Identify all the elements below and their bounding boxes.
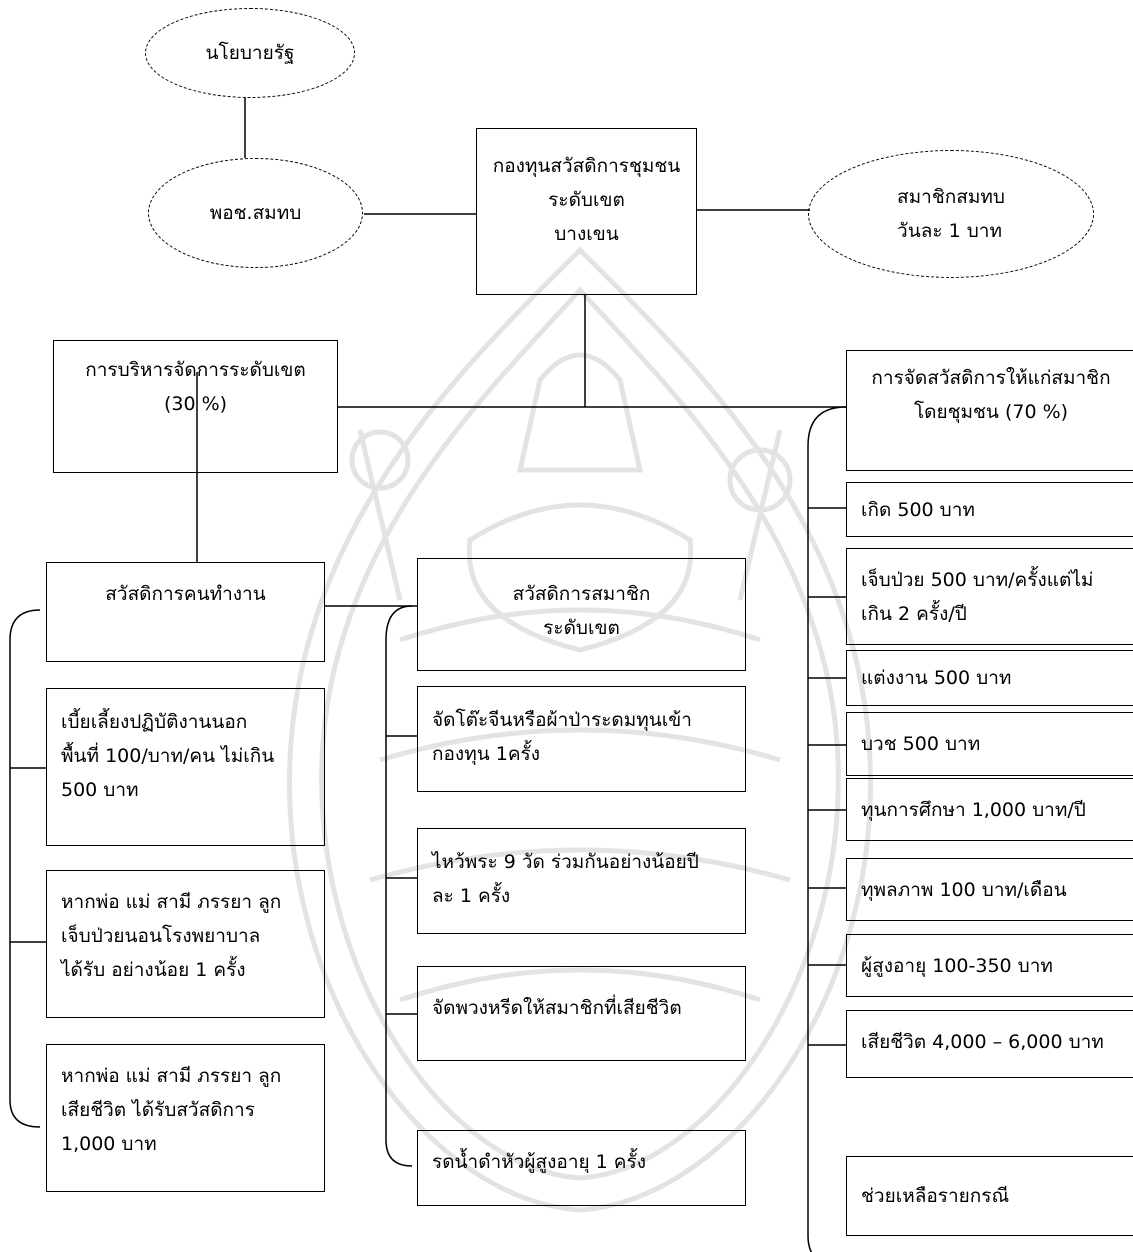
member-item-label: จัดโต๊ะจีนหรือผ้าป่าระดมทุนเข้า กองทุน 1… [432,709,692,765]
worker-welfare-title: สวัสดิการคนทำงาน [105,583,266,605]
benefit-box: เสียชีวิต 4,000 – 6,000 บาท [846,1010,1133,1078]
member-item-box: จัดพวงหรีดให้สมาชิกที่เสียชีวิต [417,966,746,1061]
worker-item-label: หากพ่อ แม่ สามี ภรรยา ลูก เจ็บป่วยนอนโรง… [61,891,282,981]
benefit-label: เสียชีวิต 4,000 – 6,000 บาท [861,1031,1104,1053]
benefit-box: บวช 500 บาท [846,712,1133,776]
worker-item-box: เบี้ยเลี้ยงปฏิบัติงานนอก พื้นที่ 100/บาท… [46,688,325,846]
member-item-box: จัดโต๊ะจีนหรือผ้าป่าระดมทุนเข้า กองทุน 1… [417,686,746,792]
member-item-label: จัดพวงหรีดให้สมาชิกที่เสียชีวิต [432,997,682,1019]
community-fund-box: กองทุนสวัสดิการชุมชน ระดับเขต บางเขน [476,128,697,295]
members-contribution-label: สมาชิกสมทบ วันละ 1 บาท [897,186,1005,242]
members-contribution-oval: สมาชิกสมทบ วันละ 1 บาท [808,150,1094,278]
benefit-label: เกิด 500 บาท [861,499,975,521]
benefit-label: ผู้สูงอายุ 100-350 บาท [861,955,1053,977]
benefit-box: ช่วยเหลือรายกรณี [846,1156,1133,1236]
community-fund-label: กองทุนสวัสดิการชุมชน ระดับเขต บางเขน [492,155,681,245]
state-policy-oval: นโยบายรัฐ [145,8,355,98]
member-item-box: ไหว้พระ 9 วัด ร่วมกันอย่างน้อยปี ละ 1 คร… [417,828,746,934]
benefit-box: ผู้สูงอายุ 100-350 บาท [846,934,1133,997]
benefit-label: เจ็บป่วย 500 บาท/ครั้งแต่ไม่ เกิน 2 ครั้… [861,569,1094,625]
benefit-box: เจ็บป่วย 500 บาท/ครั้งแต่ไม่ เกิน 2 ครั้… [846,548,1133,645]
worker-item-label: เบี้ยเลี้ยงปฏิบัติงานนอก พื้นที่ 100/บาท… [61,711,275,801]
benefit-box: แต่งงาน 500 บาท [846,650,1133,706]
worker-welfare-box: สวัสดิการคนทำงาน [46,562,325,662]
member-welfare-label: การจัดสวัสดิการให้แก่สมาชิก โดยชุมชน (70… [871,367,1111,423]
district-admin-label: การบริหารจัดการระดับเขต (30 %) [85,359,306,415]
benefit-label: ทุนการศึกษา 1,000 บาท/ปี [861,799,1086,821]
member-item-label: รดน้ำดำหัวผู้สูงอายุ 1 ครั้ง [432,1151,646,1173]
district-member-welfare-title: สวัสดิการสมาชิก ระดับเขต [512,583,651,639]
benefit-box: ทุนการศึกษา 1,000 บาท/ปี [846,778,1133,841]
state-policy-label: นโยบายรัฐ [205,42,295,64]
district-member-welfare-box: สวัสดิการสมาชิก ระดับเขต [417,558,746,671]
district-admin-box: การบริหารจัดการระดับเขต (30 %) [53,340,338,473]
member-item-box: รดน้ำดำหัวผู้สูงอายุ 1 ครั้ง [417,1130,746,1206]
benefit-label: บวช 500 บาท [861,733,981,755]
podoch-label: พอช.สมทบ [209,202,302,224]
benefit-label: ช่วยเหลือรายกรณี [861,1185,1010,1207]
member-item-label: ไหว้พระ 9 วัด ร่วมกันอย่างน้อยปี ละ 1 คร… [432,851,699,907]
worker-item-label: หากพ่อ แม่ สามี ภรรยา ลูก เสียชีวิต ได้ร… [61,1065,282,1155]
worker-item-box: หากพ่อ แม่ สามี ภรรยา ลูก เจ็บป่วยนอนโรง… [46,870,325,1018]
member-welfare-box: การจัดสวัสดิการให้แก่สมาชิก โดยชุมชน (70… [846,350,1133,471]
benefit-label: แต่งงาน 500 บาท [861,667,1012,689]
podoch-oval: พอช.สมทบ [148,158,363,268]
worker-item-box: หากพ่อ แม่ สามี ภรรยา ลูก เสียชีวิต ได้ร… [46,1044,325,1192]
benefit-box: ทุพลภาพ 100 บาท/เดือน [846,858,1133,921]
benefit-box: เกิด 500 บาท [846,482,1133,537]
benefit-label: ทุพลภาพ 100 บาท/เดือน [861,879,1067,901]
